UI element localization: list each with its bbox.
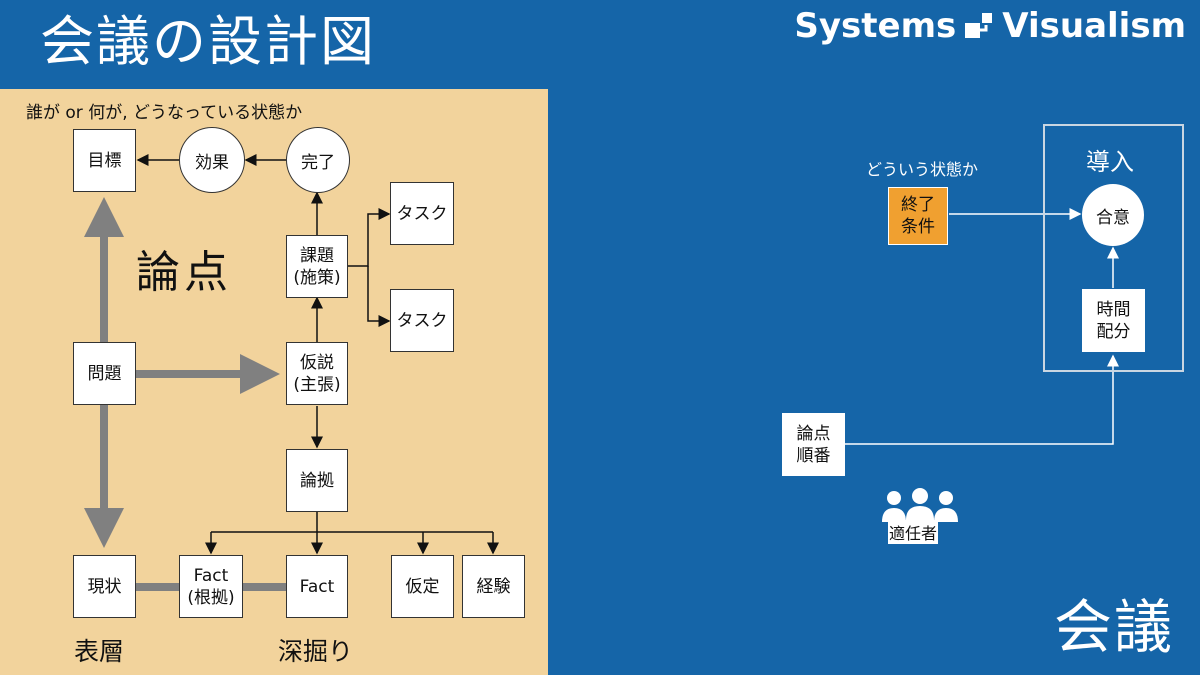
order-to-time-arrow <box>845 354 1119 445</box>
suitable-people-label: 適任者 <box>888 520 939 544</box>
effect-node: 効果 <box>179 127 245 193</box>
goal-node: 目標 <box>73 129 136 192</box>
complete-node: 完了 <box>286 127 350 193</box>
issue-to-task2-arrow <box>367 266 391 327</box>
end-condition-node: 終了 条件 <box>888 187 948 245</box>
state-question-label: どういう状態か <box>866 160 979 179</box>
agreement-node: 合意 <box>1082 184 1144 246</box>
issue-line1: 課題 <box>300 245 334 266</box>
assumption-node: 仮定 <box>391 555 454 618</box>
hypothesis-line2: (主張) <box>293 374 341 395</box>
brand-logo-icon <box>965 13 993 38</box>
issue-node: 課題 (施策) <box>286 235 348 298</box>
meeting-label: 会議 <box>1053 593 1174 661</box>
surface-label: 表層 <box>74 637 125 666</box>
basis-node: 論拠 <box>286 449 348 512</box>
time-line2: 配分 <box>1096 321 1131 342</box>
order-line1: 論点 <box>796 423 831 444</box>
end-condition-line2: 条件 <box>901 217 935 237</box>
problem-node: 問題 <box>73 342 136 405</box>
end-condition-line1: 終了 <box>901 195 935 215</box>
people-icon <box>882 488 958 522</box>
intro-label: 導入 <box>1086 148 1134 176</box>
intro-frame <box>1043 124 1184 372</box>
order-line2: 順番 <box>796 445 831 466</box>
task-node-1: タスク <box>390 182 454 245</box>
brand-logo: Systems Visualism <box>794 6 1186 46</box>
issue-line2: (施策) <box>293 267 341 288</box>
fact-root-node: Fact (根拠) <box>179 555 243 618</box>
task-node-2: タスク <box>390 289 454 352</box>
hypothesis-node: 仮説 (主張) <box>286 342 348 405</box>
issue-order-node: 論点 順番 <box>782 413 845 476</box>
hypothesis-line1: 仮説 <box>300 352 334 373</box>
fact-root-line1: Fact <box>193 565 229 586</box>
fact-node: Fact <box>286 555 348 618</box>
brand-right-text: Visualism <box>1002 6 1186 46</box>
current-node: 現状 <box>73 555 136 618</box>
fact-root-line2: (根拠) <box>187 587 235 608</box>
page-title: 会議の設計図 <box>40 10 376 73</box>
experience-node: 経験 <box>462 555 525 618</box>
brand-left-text: Systems <box>794 6 957 46</box>
diagram-subtitle: 誰が or 何が, どうなっている状態か <box>26 103 303 123</box>
issue-to-task1-arrow <box>348 208 391 267</box>
time-allocation-node: 時間 配分 <box>1082 289 1145 352</box>
time-line1: 時間 <box>1096 299 1131 320</box>
deep-dive-label: 深掘り <box>278 637 354 666</box>
ronten-label: 論点 <box>136 247 232 298</box>
